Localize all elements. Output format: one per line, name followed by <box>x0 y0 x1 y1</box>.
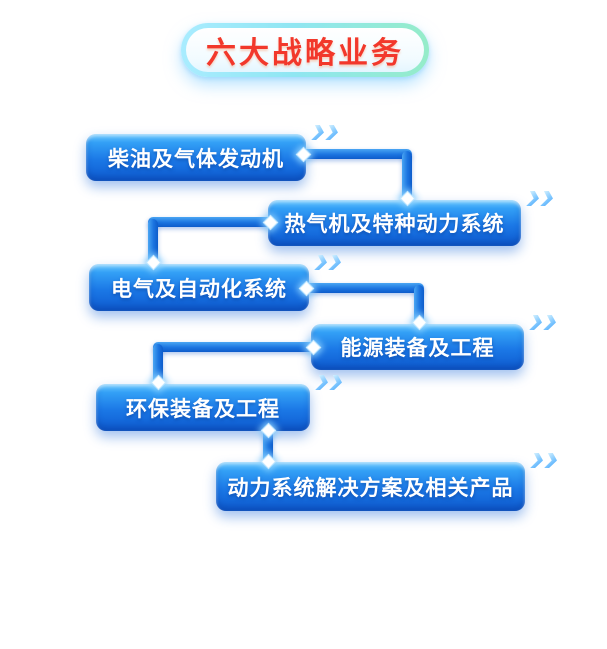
connector-segment <box>402 151 412 206</box>
node-label: 环保装备及工程 <box>126 397 280 421</box>
connector-segment <box>153 344 163 390</box>
title-banner-inner: 六大战略业务 <box>186 28 424 72</box>
node-label: 电气及自动化系统 <box>111 277 287 301</box>
node-power-system-solutions: 动力系统解决方案及相关产品 <box>216 462 525 511</box>
page-title: 六大战略业务 <box>206 37 404 70</box>
connector-segment <box>153 342 315 352</box>
node-energy-equipment: 能源装备及工程 <box>311 324 524 370</box>
connector-segment <box>298 149 412 159</box>
chevron-decoration-icon <box>311 125 340 140</box>
node-label: 能源装备及工程 <box>340 337 495 360</box>
node-environmental-equipment: 环保装备及工程 <box>96 384 310 431</box>
chevron-decoration-icon <box>530 453 559 468</box>
node-electrical-automation: 电气及自动化系统 <box>89 264 309 311</box>
chevron-decoration-icon <box>315 375 344 390</box>
connector-segment <box>263 424 273 468</box>
chevron-decoration-icon <box>526 191 555 206</box>
chevron-decoration-icon <box>314 255 343 270</box>
node-diesel-gas-engines: 柴油及气体发动机 <box>86 134 306 181</box>
node-label: 动力系统解决方案及相关产品 <box>227 476 514 500</box>
chevron-decoration-icon <box>529 315 558 330</box>
node-label: 柴油及气体发动机 <box>108 147 284 171</box>
connector-segment <box>148 219 158 270</box>
connector-segment <box>414 285 424 330</box>
node-label: 热气机及特种动力系统 <box>284 213 505 236</box>
connector-segment <box>302 283 424 293</box>
title-banner: 六大战略业务 <box>181 23 429 77</box>
node-stirling-special-power: 热气机及特种动力系统 <box>268 200 521 246</box>
connector-segment <box>148 217 274 227</box>
